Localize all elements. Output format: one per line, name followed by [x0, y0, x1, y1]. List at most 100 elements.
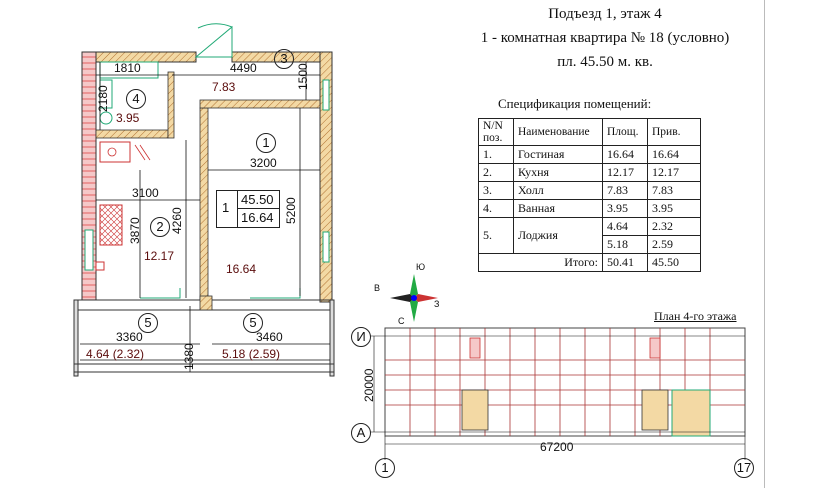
apartment-summary-box: 1 45.50 16.64 [216, 190, 280, 228]
living-area: 16.64 [226, 262, 257, 276]
hall-area: 7.83 [212, 80, 236, 94]
row-name: Лоджия [513, 217, 603, 254]
loggia-pillar [199, 295, 213, 311]
loggia-left-wall [73, 299, 79, 377]
summary-total-area: 45.50 [241, 192, 274, 207]
compass-center [411, 295, 417, 301]
compass-arrow-n [410, 274, 418, 298]
total-area: 50.41 [602, 253, 648, 272]
floor-plan-label: План 4-го этажа [654, 309, 737, 323]
door-arc [197, 23, 233, 29]
loggia-front [73, 363, 335, 373]
compass-label-s: С [398, 316, 405, 326]
loggia2-area: 5.18 (2.59) [222, 347, 281, 361]
dim-kitchen-depth-2: 4260 [170, 207, 184, 234]
loggia-door [140, 288, 181, 299]
stair-core [461, 389, 489, 431]
top-wall-left [95, 51, 197, 63]
row-prov: 2.59 [647, 235, 701, 254]
entrance-floor-title: Подъезд 1, этаж 4 [548, 6, 662, 22]
summary-room-count: 1 [222, 200, 230, 215]
compass-label-e: З [434, 299, 440, 309]
floor-plan-overview [370, 327, 746, 460]
row-area: 7.83 [602, 181, 648, 200]
table-row: 5. Лоджия 4.64 2.32 [478, 217, 701, 254]
loggia-right-wall [329, 299, 335, 377]
building-width: 67200 [540, 440, 574, 454]
axis-label-bottom: А [351, 423, 371, 443]
table-row: 4. Ванная 3.95 3.95 [478, 199, 701, 218]
window [322, 79, 330, 111]
room-1-marker: 1 [256, 133, 276, 153]
kitchen-counter [99, 204, 123, 246]
dim-kitchen-depth: 3870 [128, 217, 142, 244]
summary-living-area: 16.64 [241, 210, 274, 225]
row-prov: 2.32 [647, 217, 701, 236]
stair-core [641, 389, 669, 431]
dim-living-depth: 5200 [284, 197, 298, 224]
row-name: Ванная [513, 199, 603, 218]
apartment-area: пл. 45.50 м. кв. [557, 54, 653, 70]
vent [134, 144, 151, 161]
living-wall [199, 107, 209, 301]
total-row: Итого: 50.41 45.50 [478, 253, 701, 272]
dim-hall-width: 4490 [230, 61, 257, 75]
elevator [649, 337, 661, 359]
stove [99, 141, 131, 163]
room-5a-marker: 5 [138, 313, 158, 333]
spec-table: N/N поз. Наименование Площ. Прив. 1. Гос… [478, 118, 701, 272]
spec-header-prov: Прив. [647, 118, 701, 146]
compass-rose [390, 274, 438, 322]
axis-label-right: 17 [734, 458, 754, 478]
apartment-title: 1 - комнатная квартира № 18 (условно) [480, 30, 730, 46]
burner [107, 147, 117, 157]
total-prov: 45.50 [647, 253, 701, 272]
toilet [99, 111, 113, 125]
highlighted-apartment [671, 389, 711, 437]
dim-hall-depth: 1500 [296, 63, 310, 90]
loggia1-area: 4.64 (2.32) [86, 347, 145, 361]
axis-label-left: 1 [375, 458, 395, 478]
dim-living-width: 3200 [250, 156, 277, 170]
room-3-marker: 3 [274, 49, 294, 69]
dim-loggia1-width: 3360 [116, 330, 143, 344]
row-area: 3.95 [602, 199, 648, 218]
dim-loggia2-width: 3460 [256, 330, 283, 344]
kitchen-area: 12.17 [144, 249, 175, 263]
table-row: 1. Гостиная 16.64 16.64 [478, 145, 701, 164]
axis-label-top: И [351, 327, 371, 347]
table-row: 3. Холл 7.83 7.83 [478, 181, 701, 200]
dimension-lines [80, 62, 330, 372]
bath-wall [95, 129, 169, 139]
dim-bath-depth: 2180 [96, 85, 110, 112]
window [84, 229, 94, 271]
elevator [469, 337, 481, 359]
spec-header-area: Площ. [602, 118, 648, 146]
spec-header-row: N/N поз. Наименование Площ. Прив. [478, 118, 701, 146]
compass-arrow-w [390, 294, 414, 302]
room-2-marker: 2 [150, 217, 170, 237]
building-height: 20000 [362, 368, 376, 402]
loggia-door [250, 288, 301, 299]
dim-bath-width: 1810 [114, 61, 141, 75]
bath-side-wall [167, 71, 175, 139]
sheet-border [764, 0, 765, 488]
spec-header-name: Наименование [513, 118, 603, 146]
spec-header-num: N/N поз. [478, 118, 514, 146]
entry-door [194, 25, 233, 58]
living-top-wall [199, 99, 321, 109]
compass-arrow-e [414, 294, 438, 302]
room-5b-marker: 5 [243, 313, 263, 333]
compass-arrow-s [410, 298, 418, 322]
compass-label-n: Ю [416, 262, 426, 272]
spec-title: Спецификация помещений: [498, 96, 652, 111]
window [322, 231, 330, 263]
dim-loggia-depth: 1380 [182, 343, 196, 370]
bath-area: 3.95 [116, 111, 140, 125]
room-4-marker: 4 [126, 89, 146, 109]
row-prov: 7.83 [647, 181, 701, 200]
kitchen-sink [95, 261, 105, 271]
dim-kitchen-width: 3100 [132, 186, 159, 200]
